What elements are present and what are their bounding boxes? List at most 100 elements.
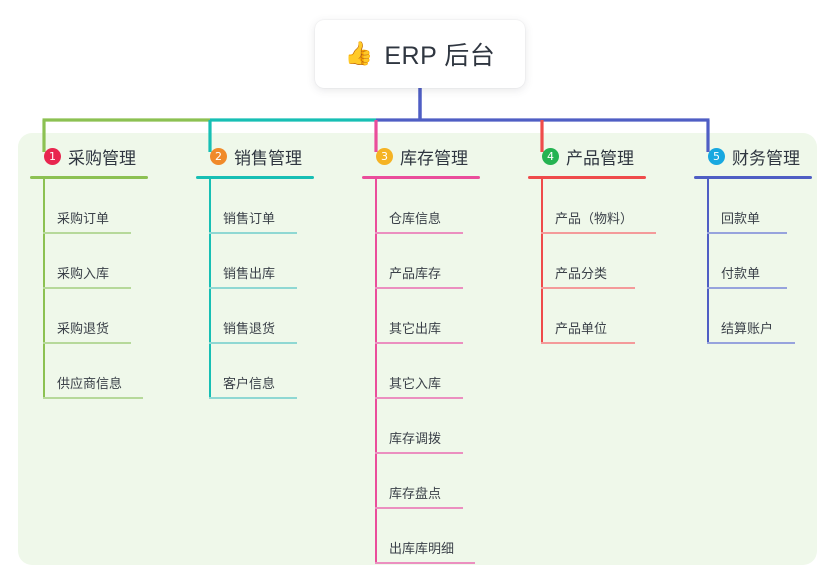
- branch-child-underline: [707, 287, 787, 289]
- branch-child-underline: [707, 342, 795, 344]
- branch-child-item[interactable]: 结算账户: [694, 289, 839, 344]
- branch-child-underline: [541, 342, 635, 344]
- branch-child-label: 产品单位: [555, 321, 608, 336]
- branch-child-underline: [375, 507, 463, 509]
- branches-panel: [18, 133, 817, 565]
- branch-title-1: 采购管理: [68, 148, 136, 168]
- branch-child-underline: [43, 397, 143, 399]
- branch-spine-3: [375, 179, 377, 564]
- branch-child-underline: [209, 342, 297, 344]
- branch-title-5: 财务管理: [732, 148, 800, 168]
- branch-title-3: 库存管理: [400, 148, 468, 168]
- branch-badge-1: 1: [44, 147, 61, 165]
- branch-child-label: 库存盘点: [389, 486, 442, 501]
- branch-column-5: 5 财务管理回款单付款单结算账户: [694, 144, 839, 344]
- branch-children-2: 销售订单销售出库销售退货客户信息: [196, 179, 346, 399]
- branch-child-label: 产品分类: [555, 266, 608, 281]
- branch-underline-1: [30, 176, 148, 179]
- branch-child-label: 采购订单: [57, 211, 110, 226]
- branch-child-label: 结算账户: [721, 321, 774, 336]
- branch-child-underline: [541, 232, 656, 234]
- branch-underline-5: [694, 176, 812, 179]
- branch-child-label: 出库库明细: [389, 541, 455, 556]
- branch-spine-5: [707, 179, 709, 344]
- branch-child-underline: [375, 562, 475, 564]
- branch-child-item[interactable]: 采购退货: [30, 289, 180, 344]
- branch-spine-4: [541, 179, 543, 344]
- branch-child-label: 库存调拨: [389, 431, 442, 446]
- branch-child-underline: [375, 287, 463, 289]
- branch-child-label: 其它出库: [389, 321, 442, 336]
- branch-children-1: 采购订单采购入库采购退货供应商信息: [30, 179, 180, 399]
- branch-underline-4: [528, 176, 646, 179]
- branch-badge-5: 5: [708, 147, 725, 165]
- branch-child-label: 仓库信息: [389, 211, 442, 226]
- branch-child-label: 回款单: [721, 211, 761, 226]
- branch-child-underline: [43, 287, 131, 289]
- branch-spine-1: [43, 179, 45, 399]
- branch-badge-2: 2: [210, 147, 227, 165]
- branch-children-5: 回款单付款单结算账户: [694, 179, 839, 344]
- branch-child-item[interactable]: 其它入库: [362, 344, 522, 399]
- branch-underline-2: [196, 176, 314, 179]
- branch-child-item[interactable]: 销售出库: [196, 234, 346, 289]
- branch-header-3[interactable]: 3 库存管理: [362, 144, 522, 168]
- branch-child-label: 销售订单: [223, 211, 276, 226]
- root-node-card[interactable]: 👍 ERP 后台: [315, 20, 525, 88]
- branch-child-label: 付款单: [721, 266, 761, 281]
- branch-child-item[interactable]: 产品库存: [362, 234, 522, 289]
- branch-child-item[interactable]: 销售退货: [196, 289, 346, 344]
- branch-child-underline: [375, 452, 463, 454]
- branch-child-label: 销售退货: [223, 321, 276, 336]
- branch-child-item[interactable]: 产品分类: [528, 234, 688, 289]
- branch-child-item[interactable]: 回款单: [694, 179, 839, 234]
- branch-underline-3: [362, 176, 480, 179]
- branch-child-underline: [541, 287, 635, 289]
- branch-child-item[interactable]: 库存盘点: [362, 454, 522, 509]
- branch-spine-2: [209, 179, 211, 399]
- branch-child-item[interactable]: 库存调拨: [362, 399, 522, 454]
- branch-child-item[interactable]: 付款单: [694, 234, 839, 289]
- branch-child-underline: [209, 232, 297, 234]
- branch-child-underline: [209, 287, 297, 289]
- branch-child-label: 其它入库: [389, 376, 442, 391]
- branch-child-label: 产品（物料）: [555, 211, 634, 226]
- branch-child-item[interactable]: 仓库信息: [362, 179, 522, 234]
- branch-children-3: 仓库信息产品库存其它出库其它入库库存调拨库存盘点出库库明细: [362, 179, 522, 564]
- branch-child-item[interactable]: 供应商信息: [30, 344, 180, 399]
- branch-child-item[interactable]: 其它出库: [362, 289, 522, 344]
- branch-child-underline: [375, 397, 463, 399]
- branch-children-4: 产品（物料） 产品分类产品单位: [528, 179, 688, 344]
- branch-child-item[interactable]: 产品单位: [528, 289, 688, 344]
- branch-child-item[interactable]: 采购入库: [30, 234, 180, 289]
- branch-header-5[interactable]: 5 财务管理: [694, 144, 839, 168]
- branch-child-underline: [43, 232, 131, 234]
- branch-child-label: 销售出库: [223, 266, 276, 281]
- branch-child-item[interactable]: 产品（物料）: [528, 179, 688, 234]
- branch-child-underline: [707, 232, 787, 234]
- branch-child-item[interactable]: 采购订单: [30, 179, 180, 234]
- branch-badge-3: 3: [376, 147, 393, 165]
- branch-child-label: 采购入库: [57, 266, 110, 281]
- branch-column-3: 3 库存管理仓库信息产品库存其它出库其它入库库存调拨库存盘点出库库明细: [362, 144, 522, 564]
- thumbs-up-icon: 👍: [344, 40, 374, 67]
- root-node-content: 👍 ERP 后台: [345, 36, 496, 72]
- branch-child-item[interactable]: 出库库明细: [362, 509, 522, 564]
- branch-child-label: 产品库存: [389, 266, 442, 281]
- branch-child-label: 供应商信息: [57, 376, 123, 391]
- branch-child-underline: [375, 232, 463, 234]
- branch-header-1[interactable]: 1 采购管理: [30, 144, 180, 168]
- branch-child-underline: [43, 342, 131, 344]
- branch-child-item[interactable]: 销售订单: [196, 179, 346, 234]
- branch-child-item[interactable]: 客户信息: [196, 344, 346, 399]
- branch-child-underline: [209, 397, 297, 399]
- branch-badge-4: 4: [542, 147, 559, 165]
- root-node-title: ERP 后台: [384, 42, 496, 70]
- branch-child-underline: [375, 342, 463, 344]
- branch-child-label: 客户信息: [223, 376, 276, 391]
- branch-child-label: 采购退货: [57, 321, 110, 336]
